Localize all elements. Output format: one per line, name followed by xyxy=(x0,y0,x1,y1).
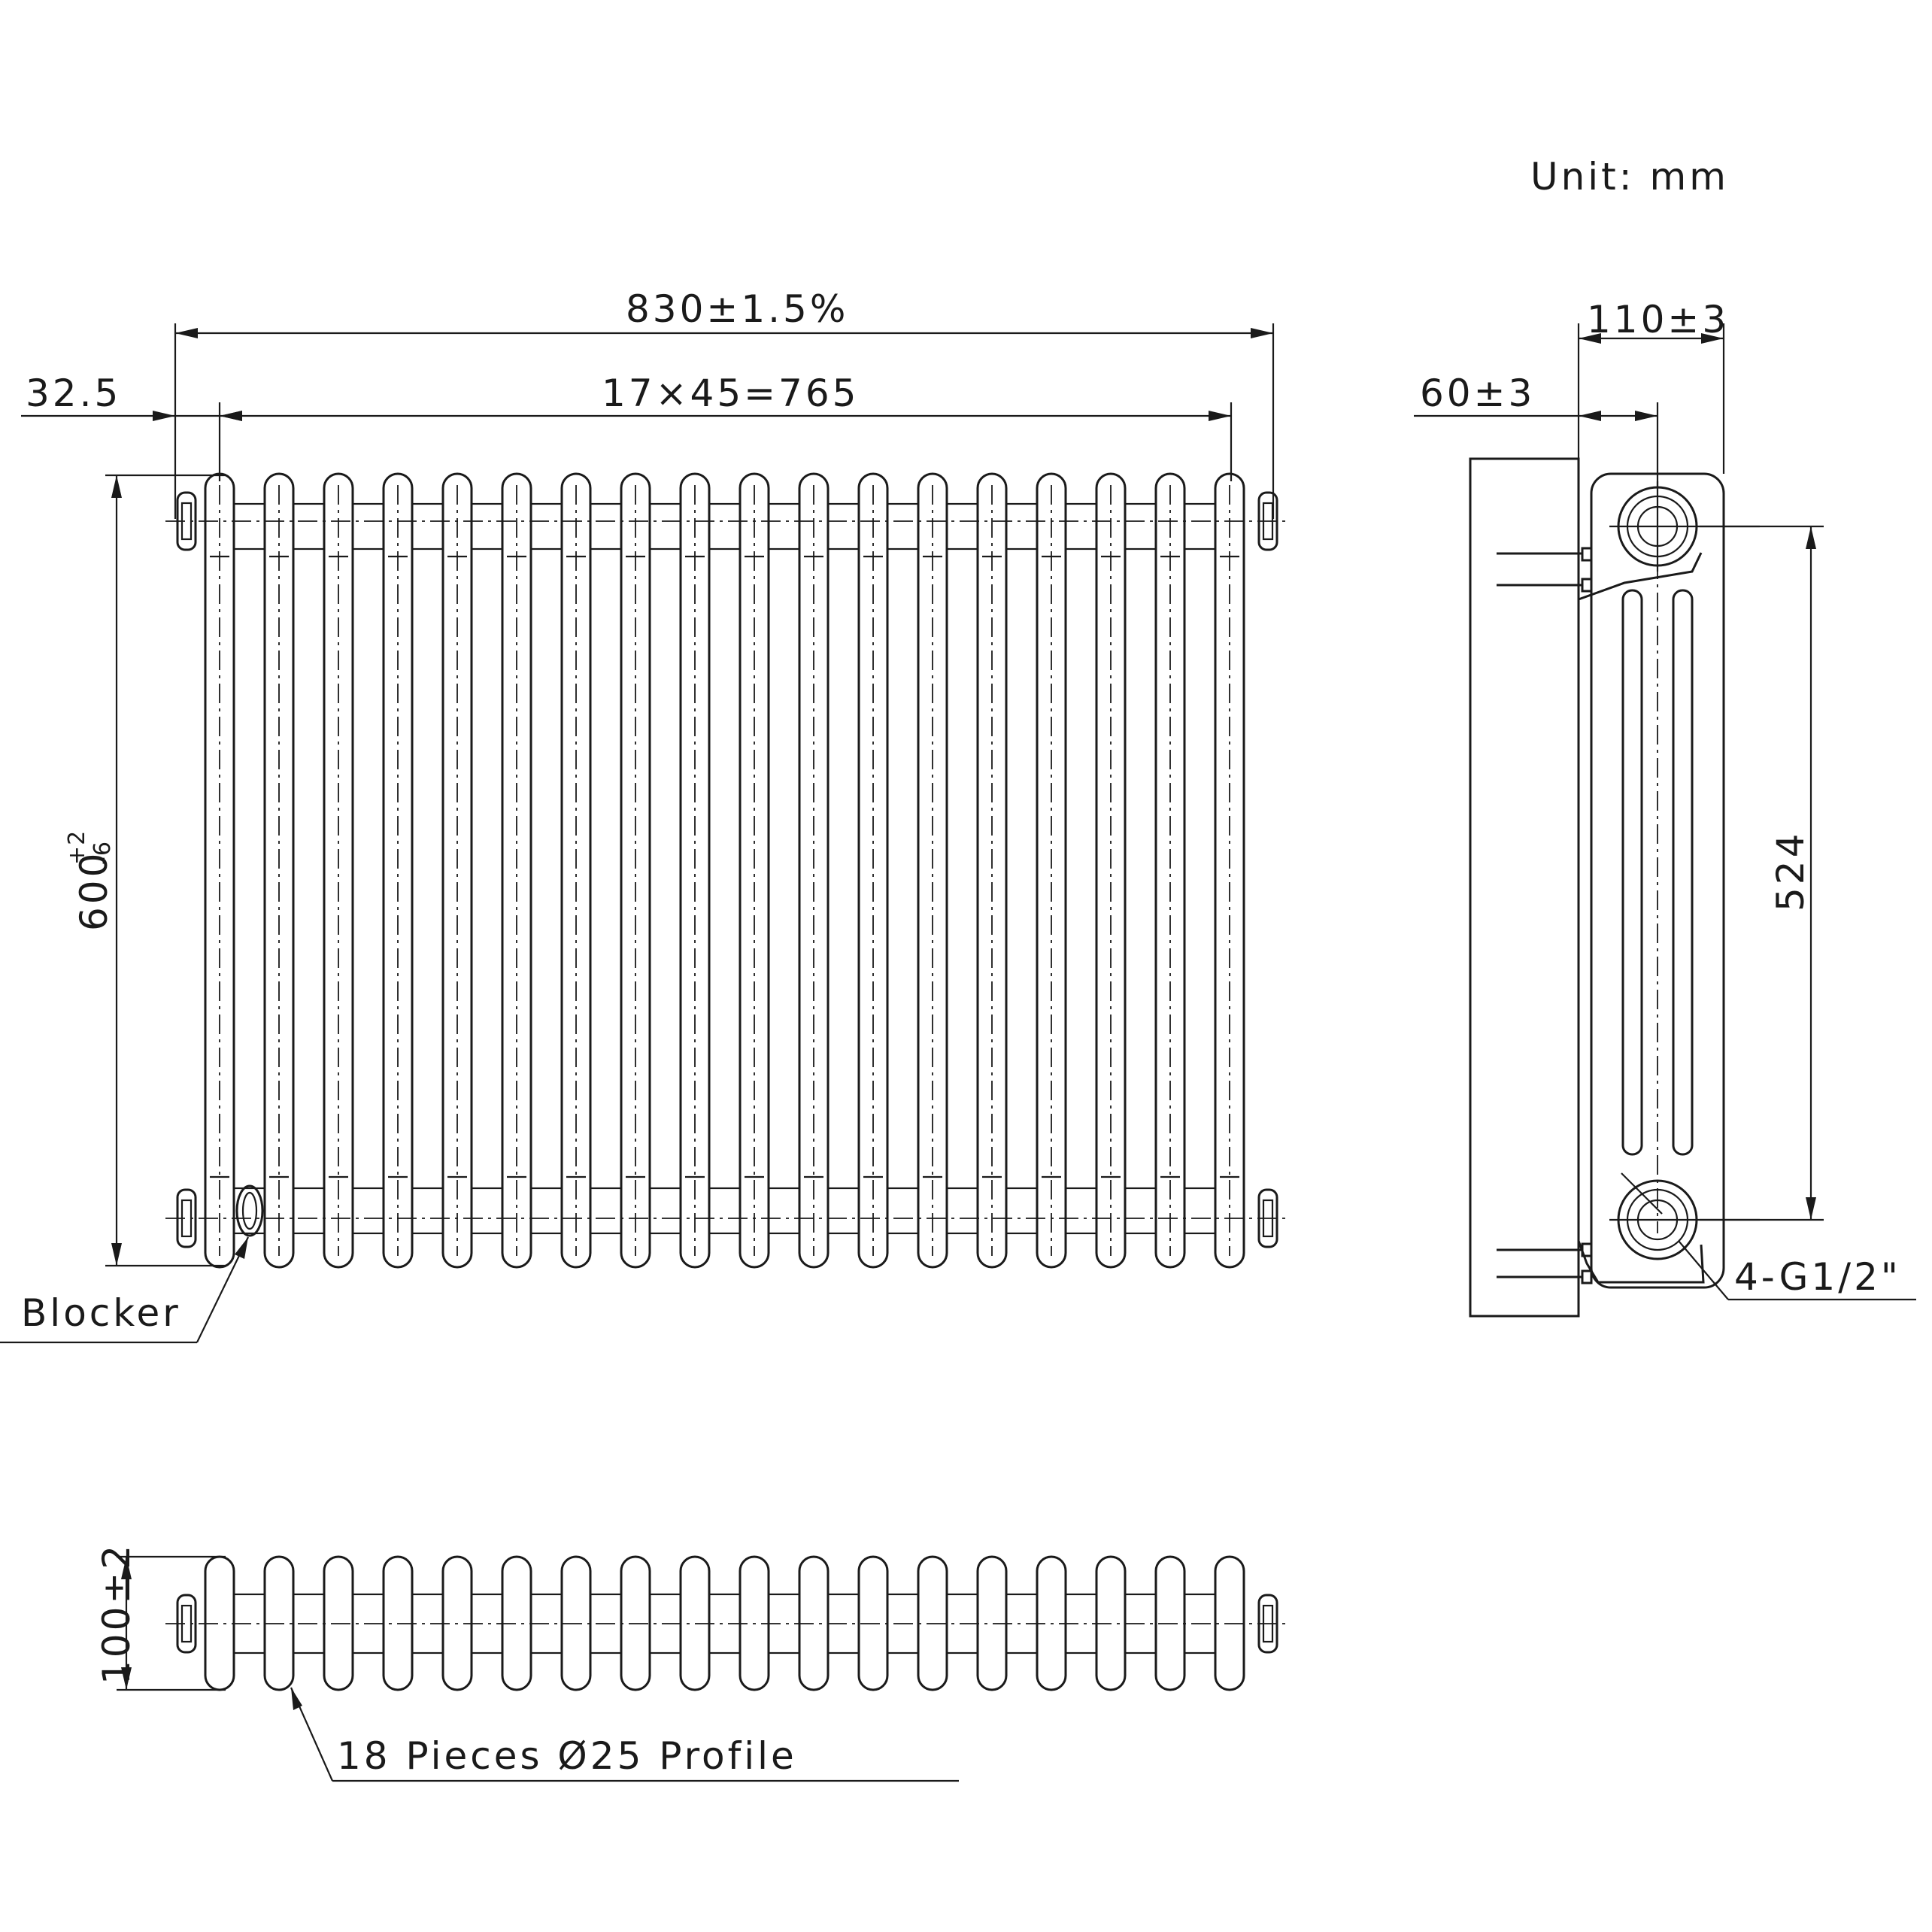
front-column xyxy=(857,472,920,1269)
front-column xyxy=(204,472,266,1269)
front-column xyxy=(679,472,742,1269)
side-view: 110±3 60±3 524 4-G1/2" xyxy=(1414,298,1916,1318)
profile-leader: 18 Pieces Ø25 Profile xyxy=(290,1687,959,1782)
front-column xyxy=(441,472,504,1269)
front-column xyxy=(1095,472,1157,1269)
pitch-span-label: 17×45=765 xyxy=(602,372,859,415)
wall-offset-label: 60±3 xyxy=(1420,372,1535,415)
unit-note: Unit: mm xyxy=(1530,155,1729,199)
blocker-plug-inner xyxy=(241,1191,258,1230)
top-depth-dimension: 100±2 xyxy=(95,1542,226,1691)
height-dimension: 600 +2 -6 xyxy=(64,474,226,1267)
top-depth-label: 100±2 xyxy=(95,1542,138,1685)
wall-brickwork xyxy=(1469,457,1580,1318)
blocker-leader: Blocker xyxy=(0,1236,249,1344)
end-offset-label: 32.5 xyxy=(26,372,121,415)
depth-dimension: 110±3 xyxy=(1577,298,1729,474)
connection-centres-dimension: 524 xyxy=(1700,525,1824,1221)
overall-width-dimension: 830±1.5% xyxy=(174,287,1275,519)
front-end-nipples xyxy=(176,491,1278,1248)
blocker-plug xyxy=(235,1184,264,1237)
profile-label: 18 Pieces Ø25 Profile xyxy=(337,1734,797,1778)
front-columns xyxy=(165,472,1287,1269)
front-column xyxy=(620,472,682,1269)
top-view: 100±2 18 Pieces Ø25 Profile xyxy=(95,1542,1287,1782)
front-column xyxy=(1154,472,1217,1269)
front-column xyxy=(1214,472,1245,1269)
front-column xyxy=(263,472,326,1269)
end-cap xyxy=(1257,1188,1278,1248)
overall-width-label: 830±1.5% xyxy=(626,287,848,331)
connection-centres-label: 524 xyxy=(1769,831,1812,911)
front-column xyxy=(501,472,563,1269)
front-column xyxy=(382,472,444,1269)
front-column xyxy=(560,472,623,1269)
side-slot-1 xyxy=(1621,589,1643,1156)
end-cap xyxy=(176,1188,197,1248)
side-slot-2 xyxy=(1672,589,1694,1156)
wall-offset-dimension: 60±3 xyxy=(1414,372,1659,489)
pitch-span-dimension: 17×45=765 xyxy=(218,372,1233,481)
end-cap xyxy=(176,491,197,551)
connection-size-leader: 4-G1/2" xyxy=(1678,1240,1916,1301)
front-column xyxy=(798,472,860,1269)
wall-brackets xyxy=(1497,547,1593,1284)
height-tol-plus: +2 xyxy=(64,830,90,865)
blocker-label: Blocker xyxy=(21,1291,181,1335)
front-column xyxy=(917,472,979,1269)
end-cap xyxy=(1257,491,1278,551)
top-connection xyxy=(1578,481,1760,601)
front-view: 830±1.5% 17×45=765 32.5 600 xyxy=(0,287,1287,1344)
front-column xyxy=(323,472,385,1269)
height-base-label: 600 xyxy=(72,851,116,931)
end-offset-dimension: 32.5 xyxy=(21,372,242,421)
front-column xyxy=(739,472,801,1269)
depth-label: 110±3 xyxy=(1587,298,1729,341)
height-tol-minus: -6 xyxy=(89,841,116,865)
bottom-connection xyxy=(1577,1172,1760,1284)
front-column xyxy=(976,472,1039,1269)
connection-size-label: 4-G1/2" xyxy=(1734,1255,1901,1299)
front-column xyxy=(1036,472,1098,1269)
